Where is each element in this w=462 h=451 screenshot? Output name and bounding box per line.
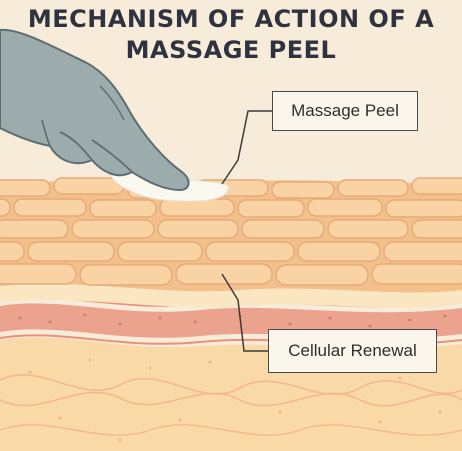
epidermis-cells	[0, 177, 462, 293]
cellular-renewal-label: Cellular Renewal	[268, 329, 437, 373]
gloved-hand	[0, 28, 190, 191]
peel-leader-line	[221, 110, 272, 185]
page-title-line-1: MECHANISM OF ACTION OF A	[27, 5, 435, 33]
renewal-leader-line	[221, 273, 268, 352]
basal-layer	[0, 283, 462, 308]
massage-peel-label: Massage Peel	[272, 91, 418, 131]
page-title-line-2: MASSAGE PEEL	[125, 36, 337, 64]
